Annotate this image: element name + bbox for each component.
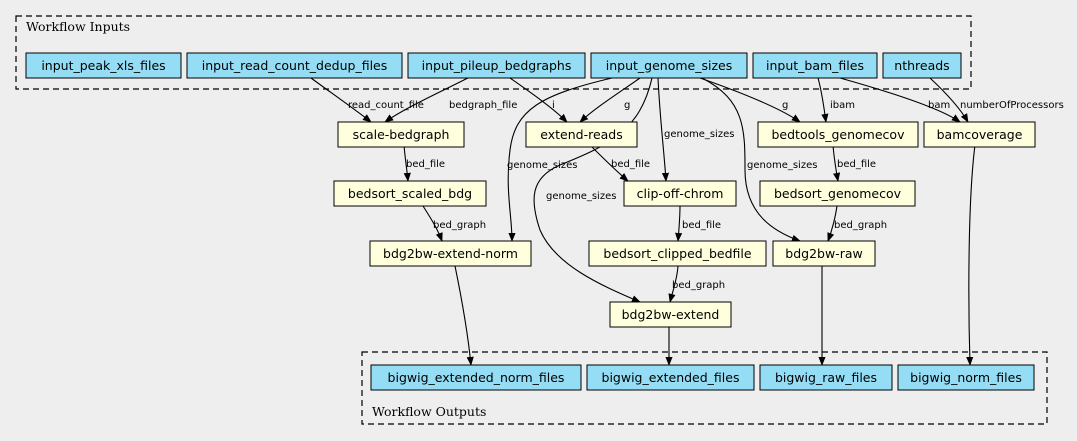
edge-scale-to-bedsort (403, 144, 411, 182)
edge-label-extend-i: i (552, 100, 555, 111)
bdg2bw-extend-node[interactable]: bdg2bw-extend (609, 301, 732, 328)
edge-label-bed-graph-norm: bed_graph (433, 220, 486, 231)
nthreads-node[interactable]: nthreads (882, 52, 962, 79)
bedtools-genomecov-label: bedtools_genomecov (772, 127, 906, 142)
edge-pileup-to-scale (384, 77, 469, 123)
bigwig-extended-norm-files-label: bigwig_extended_norm_files (388, 370, 565, 385)
input-pileup-bedgraphs-node[interactable]: input_pileup_bedgraphs (407, 52, 586, 79)
edge-nthreads-to-bamcoverage (929, 77, 969, 123)
bdg2bw-raw-label: bdg2bw-raw (785, 246, 862, 261)
bigwig-extended-norm-files-node[interactable]: bigwig_extended_norm_files (370, 364, 582, 391)
bedsort-genomecov-node[interactable]: bedsort_genomecov (759, 180, 916, 207)
edge-label-genome-sizes-raw: genome_sizes (747, 160, 817, 171)
edge-extend-norm-to-output (454, 265, 474, 366)
bigwig-extended-files-label: bigwig_extended_files (602, 370, 740, 385)
edge-labels: read_count_file bedgraph_file i g g ibam… (348, 100, 1064, 291)
edge-label-genomecov-g: g (782, 100, 788, 111)
bigwig-extended-files-node[interactable]: bigwig_extended_files (586, 364, 755, 391)
extend-reads-node[interactable]: extend-reads (525, 121, 638, 148)
bigwig-norm-files-node[interactable]: bigwig_norm_files (897, 364, 1035, 391)
input-nodes: input_peak_xls_files input_read_count_de… (25, 52, 962, 79)
edge-label-bed-file-scale: bed_file (406, 159, 445, 170)
bedsort-genomecov-label: bedsort_genomecov (774, 186, 902, 201)
edge-label-genome-sizes-norm: genome_sizes (507, 160, 577, 171)
edge-genome-to-raw (701, 77, 801, 242)
workflow-outputs-cluster: Workflow Outputs (361, 351, 1048, 425)
input-pileup-bedgraphs-label: input_pileup_bedgraphs (422, 58, 572, 73)
extend-reads-label: extend-reads (540, 127, 623, 142)
edge-label-bed-file-genomecov: bed_file (837, 159, 876, 170)
step-nodes: scale-bedgraph extend-reads bedtools_gen… (333, 121, 1036, 328)
bedtools-genomecov-node[interactable]: bedtools_genomecov (757, 121, 919, 148)
edge-label-bed-graph-raw: bed_graph (834, 220, 887, 231)
edge-genomecov-to-bedsort (832, 144, 841, 182)
bedsort-clipped-bedfile-node[interactable]: bedsort_clipped_bedfile (588, 240, 767, 267)
edge-bamcoverage-to-output (966, 144, 976, 366)
output-nodes: bigwig_extended_norm_files bigwig_extend… (370, 364, 1035, 391)
edge-label-bedgraph-file: bedgraph_file (449, 100, 517, 111)
bigwig-raw-files-node[interactable]: bigwig_raw_files (759, 364, 893, 391)
bdg2bw-raw-node[interactable]: bdg2bw-raw (772, 240, 876, 267)
edge-label-extend-g: g (624, 100, 630, 111)
workflow-inputs-label: Workflow Inputs (26, 19, 130, 34)
edge-label-genome-sizes-extend: genome_sizes (546, 191, 616, 202)
bedsort-scaled-bdg-label: bedsort_scaled_bdg (348, 186, 472, 201)
edge-bedsort-to-extend-norm (422, 205, 443, 242)
edge-label-read-count-file: read_count_file (348, 100, 424, 111)
edge-label-bam: bam (928, 100, 950, 111)
edge-clip-to-bedsort-clipped (675, 205, 683, 242)
input-peak-xls-files-label: input_peak_xls_files (41, 58, 165, 73)
edge-bam-to-bamcoverage (839, 77, 961, 123)
nthreads-label: nthreads (894, 58, 949, 73)
edges (310, 77, 976, 366)
bamcoverage-node[interactable]: bamcoverage (923, 121, 1036, 148)
edge-bedsort-clipped-to-extend (668, 265, 679, 303)
edge-bedsort-genomecov-to-raw (827, 205, 838, 242)
input-read-count-dedup-files-node[interactable]: input_read_count_dedup_files (186, 52, 403, 79)
workflow-inputs-cluster: Workflow Inputs (15, 15, 972, 90)
input-bam-files-node[interactable]: input_bam_files (752, 52, 878, 79)
edge-genome-to-extend (579, 77, 641, 123)
input-bam-files-label: input_bam_files (766, 58, 864, 73)
clip-off-chrom-node[interactable]: clip-off-chrom (623, 180, 737, 207)
edge-label-bed-file-extend: bed_file (611, 159, 650, 170)
workflow-outputs-label: Workflow Outputs (372, 404, 486, 419)
bedsort-clipped-bedfile-label: bedsort_clipped_bedfile (603, 246, 751, 261)
edge-bam-to-genomecov (817, 77, 829, 123)
edge-label-number-of-processors: numberOfProcessors (960, 100, 1064, 111)
edge-genome-to-extend-norm (507, 77, 613, 242)
bedsort-scaled-bdg-node[interactable]: bedsort_scaled_bdg (333, 180, 487, 207)
edge-label-bed-graph-extend: bed_graph (672, 280, 725, 291)
edge-label-genome-sizes-clip: genome_sizes (664, 129, 734, 140)
bigwig-raw-files-label: bigwig_raw_files (775, 370, 877, 385)
input-read-count-dedup-files-label: input_read_count_dedup_files (202, 58, 388, 73)
bdg2bw-extend-label: bdg2bw-extend (622, 307, 720, 322)
edge-extend-to-clip (589, 144, 629, 182)
edge-read-count-to-scale (310, 77, 372, 123)
input-peak-xls-files-node[interactable]: input_peak_xls_files (25, 52, 182, 79)
edge-genome-to-genomecov (699, 77, 801, 123)
bamcoverage-label: bamcoverage (937, 127, 1023, 142)
clip-off-chrom-label: clip-off-chrom (637, 186, 724, 201)
bdg2bw-extend-norm-node[interactable]: bdg2bw-extend-norm (369, 240, 532, 267)
scale-bedgraph-label: scale-bedgraph (353, 127, 450, 142)
edge-pileup-to-extend (509, 77, 568, 123)
input-genome-sizes-label: input_genome_sizes (606, 58, 732, 73)
edge-label-ibam: ibam (830, 100, 855, 111)
input-genome-sizes-node[interactable]: input_genome_sizes (590, 52, 748, 79)
edge-label-bed-file-clip: bed_file (682, 220, 721, 231)
scale-bedgraph-node[interactable]: scale-bedgraph (337, 121, 465, 148)
edge-genome-to-clip (657, 77, 670, 182)
bigwig-norm-files-label: bigwig_norm_files (910, 370, 1022, 385)
bdg2bw-extend-norm-label: bdg2bw-extend-norm (383, 246, 518, 261)
